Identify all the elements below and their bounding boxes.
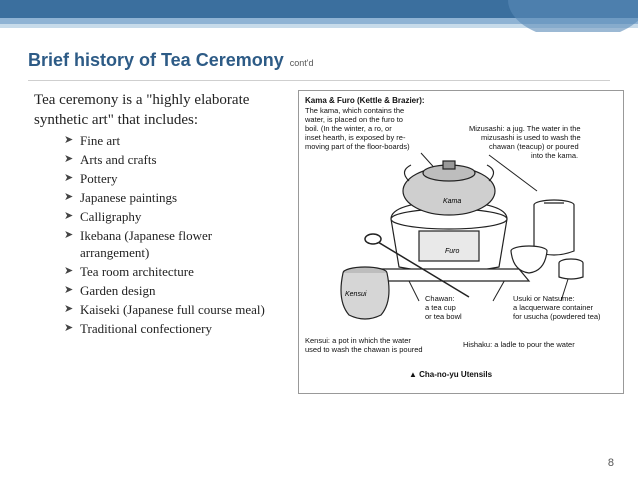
header-band-mid <box>0 18 638 24</box>
arrow-bullet-icon: ➤ <box>64 284 74 296</box>
slide-title: Brief history of Tea Ceremony cont'd <box>28 50 313 71</box>
usuki-line: Usuki or Natsume: <box>513 294 575 303</box>
kama-label: Kama <box>443 198 461 205</box>
header-band-dark <box>0 0 638 18</box>
mizusashi-line: chawan (teacup) or poured <box>489 142 579 151</box>
kensui-line: Kensui: a pot in which the water <box>305 336 411 345</box>
usuki-line: for usucha (powdered tea) <box>513 312 601 321</box>
usuki-line: a lacquerware container <box>513 303 594 312</box>
arrow-bullet-icon: ➤ <box>64 303 74 315</box>
kama-furo-line: The kama, which contains the <box>305 106 404 115</box>
mizusashi-line: mizusashi is used to wash the <box>481 133 581 142</box>
bullet-list: ➤Fine art ➤Arts and crafts ➤Pottery ➤Jap… <box>34 132 284 337</box>
mizusashi-line: into the kama. <box>531 151 578 160</box>
list-item: ➤Kaiseki (Japanese full course meal) <box>64 302 265 317</box>
arrow-bullet-icon: ➤ <box>64 210 74 222</box>
arrow-bullet-icon: ➤ <box>64 172 74 184</box>
list-item: ➤Pottery <box>64 171 118 186</box>
list-item: ➤Traditional confectionery <box>64 321 213 336</box>
arrow-bullet-icon: ➤ <box>64 229 74 241</box>
arrow-bullet-icon: ➤ <box>64 265 74 277</box>
chawan-line: Chawan: <box>425 294 455 303</box>
slide-title-text: Brief history of Tea Ceremony <box>28 50 284 70</box>
arrow-bullet-icon: ➤ <box>64 191 74 203</box>
list-item: ➤Ikebana (Japanese flower arrangement) <box>64 228 213 260</box>
header-band <box>0 0 638 32</box>
kensui-line: used to wash the chawan is poured <box>305 345 423 354</box>
list-item: ➤Arts and crafts <box>64 152 157 167</box>
kama-furo-title: Kama & Furo (Kettle & Brazier): <box>305 96 425 105</box>
hishaku-line: Hishaku: a ladle to pour the water <box>463 340 575 349</box>
chawan-line: a tea cup <box>425 303 456 312</box>
arrow-bullet-icon: ➤ <box>64 322 74 334</box>
list-item: ➤Garden design <box>64 283 156 298</box>
kensui-label: Kensui <box>345 291 367 298</box>
list-item: ➤Japanese paintings <box>64 190 178 205</box>
intro-text: Tea ceremony is a "highly elaborate synt… <box>34 92 250 128</box>
kama-furo-line: water, is placed on the furo to <box>304 115 403 124</box>
arrow-bullet-icon: ➤ <box>64 153 74 165</box>
list-item: ➤Fine art <box>64 133 121 148</box>
kama-furo-line: boil. (In the winter, a ro, or <box>305 124 392 133</box>
header-swoosh <box>508 0 638 32</box>
mizusashi-line: Mizusashi: a jug. The water in the <box>469 124 581 133</box>
slide-content: Tea ceremony is a "highly elaborate synt… <box>34 90 284 339</box>
header-band-light <box>0 24 638 28</box>
page-number: 8 <box>607 457 614 469</box>
title-divider <box>28 80 610 81</box>
figure-caption: ▲ Cha-no-yu Utensils <box>409 370 493 379</box>
slide-subtitle: cont'd <box>289 58 314 68</box>
kama-furo-line: moving part of the floor-boards) <box>305 142 410 151</box>
arrow-bullet-icon: ➤ <box>64 134 74 146</box>
tea-utensils-figure: Kama & Furo (Kettle & Brazier): The kama… <box>298 90 624 394</box>
list-item: ➤Tea room architecture <box>64 264 194 279</box>
chawan-line: or tea bowl <box>425 312 462 321</box>
tea-utensils-illustration: Kama & Furo (Kettle & Brazier): The kama… <box>304 96 601 379</box>
list-item: ➤Calligraphy <box>64 209 142 224</box>
furo-label: Furo <box>445 248 460 255</box>
kama-furo-line: inset hearth, is exposed by re- <box>305 133 406 142</box>
